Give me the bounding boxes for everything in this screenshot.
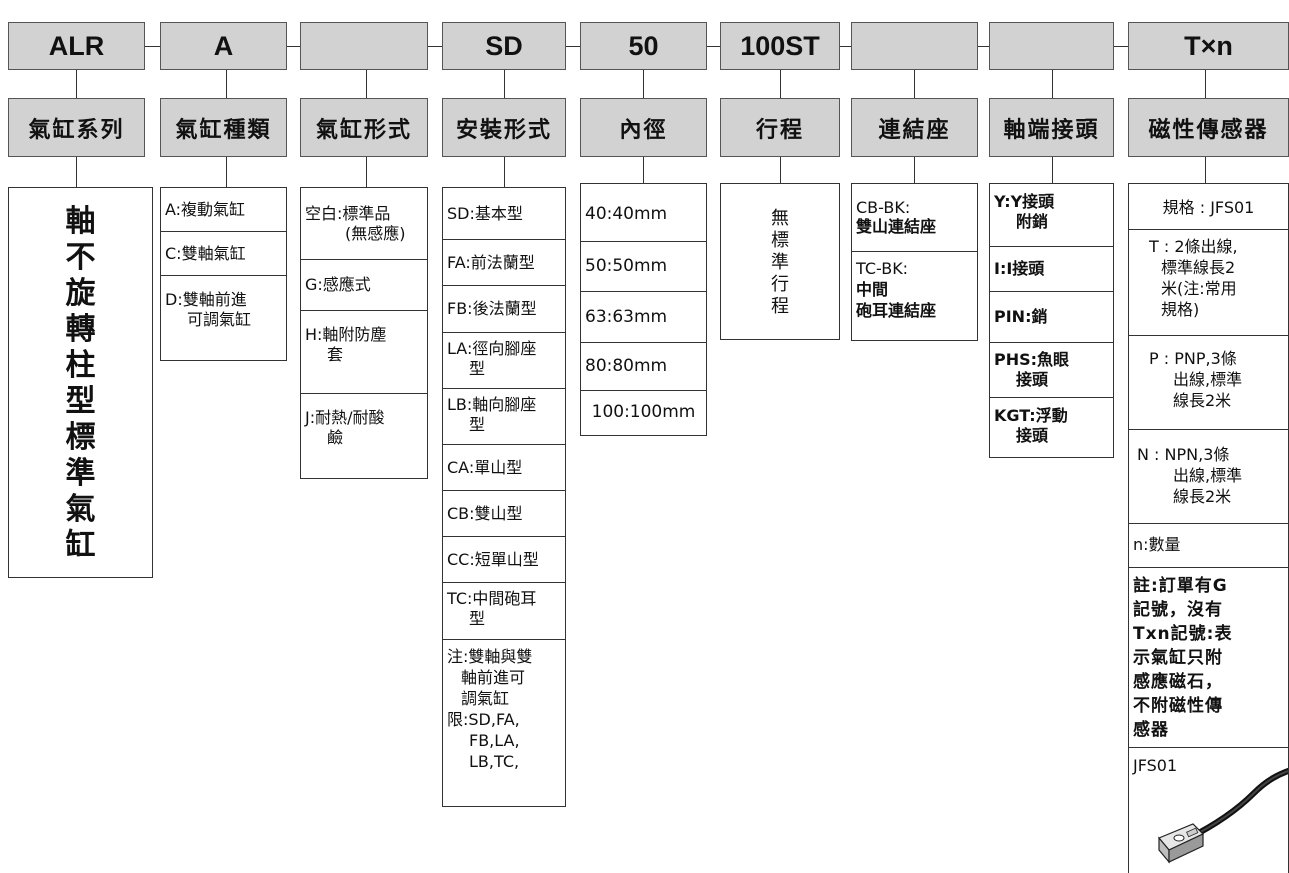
heading-form: 氣缸形式: [300, 98, 428, 157]
connector-line: [1205, 70, 1206, 98]
connector-line: [428, 46, 442, 47]
list-item: PIN:銷: [990, 292, 1113, 343]
code-form: [300, 22, 428, 70]
code-sensor: T×n: [1128, 22, 1289, 70]
sensor-icon: [1158, 768, 1288, 864]
connector-line: [643, 157, 644, 183]
list-item: 空白:標準品(無感應): [301, 188, 427, 260]
code-series: ALR: [8, 22, 145, 70]
heading-type: 氣缸種類: [160, 98, 287, 157]
connector-line: [366, 70, 367, 98]
list-item: LB:軸向腳座型: [443, 389, 565, 445]
connector-line: [1052, 70, 1053, 98]
connector-line: [978, 46, 989, 47]
list-item: LA:徑向腳座型: [443, 333, 565, 389]
note: 注:雙軸與雙 軸前進可 調氣缸 限:SD,FA, FB,LA, LB,TC,: [447, 647, 533, 771]
list-item: TC:中間砲耳型: [443, 583, 565, 640]
bore-options: 40:40mm 50:50mm 63:63mm 80:80mm 100:100m…: [580, 183, 707, 436]
connector-line: [504, 70, 505, 98]
list-item: Y:Y接頭附銷: [990, 184, 1113, 247]
list-item: A:複動氣缸: [161, 188, 286, 232]
connector-line: [145, 46, 160, 47]
sensor-image-cell: JFS01: [1129, 748, 1288, 873]
heading-sensor: 磁性傳感器: [1128, 98, 1289, 157]
list-item: CB:雙山型: [443, 491, 565, 537]
list-item: TC-BK:中間砲耳連結座: [856, 259, 937, 320]
connector-line: [1114, 46, 1128, 47]
list-item: PHS:魚眼接頭: [990, 343, 1113, 398]
sensor-model-label: JFS01: [1133, 756, 1178, 775]
code-rod-end: [989, 22, 1114, 70]
heading-stroke: 行程: [720, 98, 840, 157]
connector-line: [707, 46, 720, 47]
connector-line: [287, 46, 300, 47]
list-item: H:軸附防塵套: [301, 311, 427, 394]
series-description: 軸不 旋轉 柱型 標準 氣缸: [8, 187, 153, 578]
connector-line: [76, 157, 77, 187]
connector-line: [780, 70, 781, 98]
code-mounting: SD: [442, 22, 566, 70]
list-item: n:數量: [1129, 524, 1288, 568]
code-bore: 50: [580, 22, 707, 70]
code-stroke: 100ST: [720, 22, 840, 70]
connector-line: [504, 157, 505, 187]
list-item: 80:80mm: [581, 343, 706, 391]
heading-series: 氣缸系列: [8, 98, 145, 157]
heading-clevis: 連結座: [851, 98, 978, 157]
list-item: KGT:浮動接頭: [994, 406, 1068, 445]
connector-line: [226, 70, 227, 98]
list-item: 100:100mm: [591, 402, 696, 422]
connector-line: [840, 46, 851, 47]
list-item: D:雙軸前進可調氣缸: [165, 290, 252, 329]
clevis-options: CB-BK:雙山連結座 TC-BK:中間砲耳連結座: [851, 183, 978, 341]
list-item: I:I接頭: [990, 247, 1113, 292]
connector-line: [643, 70, 644, 98]
list-item: P : PNP,3條 出線,標準 線長2米: [1129, 336, 1288, 430]
code-clevis: [851, 22, 978, 70]
list-item: 50:50mm: [581, 242, 706, 292]
list-item: FA:前法蘭型: [443, 240, 565, 286]
rod-end-options: Y:Y接頭附銷 I:I接頭 PIN:銷 PHS:魚眼接頭 KGT:浮動接頭: [989, 183, 1114, 458]
connector-line: [76, 70, 77, 98]
heading-bore: 內徑: [580, 98, 707, 157]
type-options: A:複動氣缸 C:雙軸氣缸 D:雙軸前進可調氣缸: [160, 187, 287, 361]
mounting-options: SD:基本型 FA:前法蘭型 FB:後法蘭型 LA:徑向腳座型 LB:軸向腳座型…: [442, 187, 566, 807]
connector-line: [1205, 157, 1206, 183]
heading-rod-end: 軸端接頭: [989, 98, 1114, 157]
list-item: 40:40mm: [581, 184, 706, 242]
list-item: 63:63mm: [581, 292, 706, 343]
code-type: A: [160, 22, 287, 70]
connector-line: [780, 157, 781, 183]
list-item: C:雙軸氣缸: [161, 232, 286, 276]
connector-line: [226, 157, 227, 187]
list-item: SD:基本型: [443, 188, 565, 240]
connector-line: [366, 157, 367, 187]
list-item: CC:短單山型: [443, 537, 565, 583]
connector-line: [1052, 157, 1053, 183]
list-item: CB-BK:雙山連結座: [852, 184, 977, 252]
list-item: T : 2條出線, 標準線長2 米(注:常用 規格): [1129, 230, 1288, 336]
note: 註:訂單有G 記號，沒有 Txn記號:表 示氣缸只附 感應磁石， 不附磁性傳 感…: [1129, 568, 1288, 748]
heading-mounting: 安裝形式: [442, 98, 566, 157]
connector-line: [566, 46, 580, 47]
form-options: 空白:標準品(無感應) G:感應式 H:軸附防塵套 J:耐熱/耐酸鹼: [300, 187, 428, 479]
list-item: 規格 : JFS01: [1129, 184, 1288, 230]
sensor-options: 規格 : JFS01 T : 2條出線, 標準線長2 米(注:常用 規格) P …: [1128, 183, 1289, 873]
list-item: J:耐熱/耐酸鹼: [305, 408, 385, 447]
list-item: G:感應式: [301, 260, 427, 311]
connector-line: [914, 157, 915, 183]
stroke-description: 無標 準行 程: [720, 183, 840, 340]
connector-line: [914, 70, 915, 98]
list-item: FB:後法蘭型: [443, 286, 565, 333]
list-item: CA:單山型: [443, 445, 565, 491]
list-item: N : NPN,3條 出線,標準 線長2米: [1129, 430, 1288, 524]
